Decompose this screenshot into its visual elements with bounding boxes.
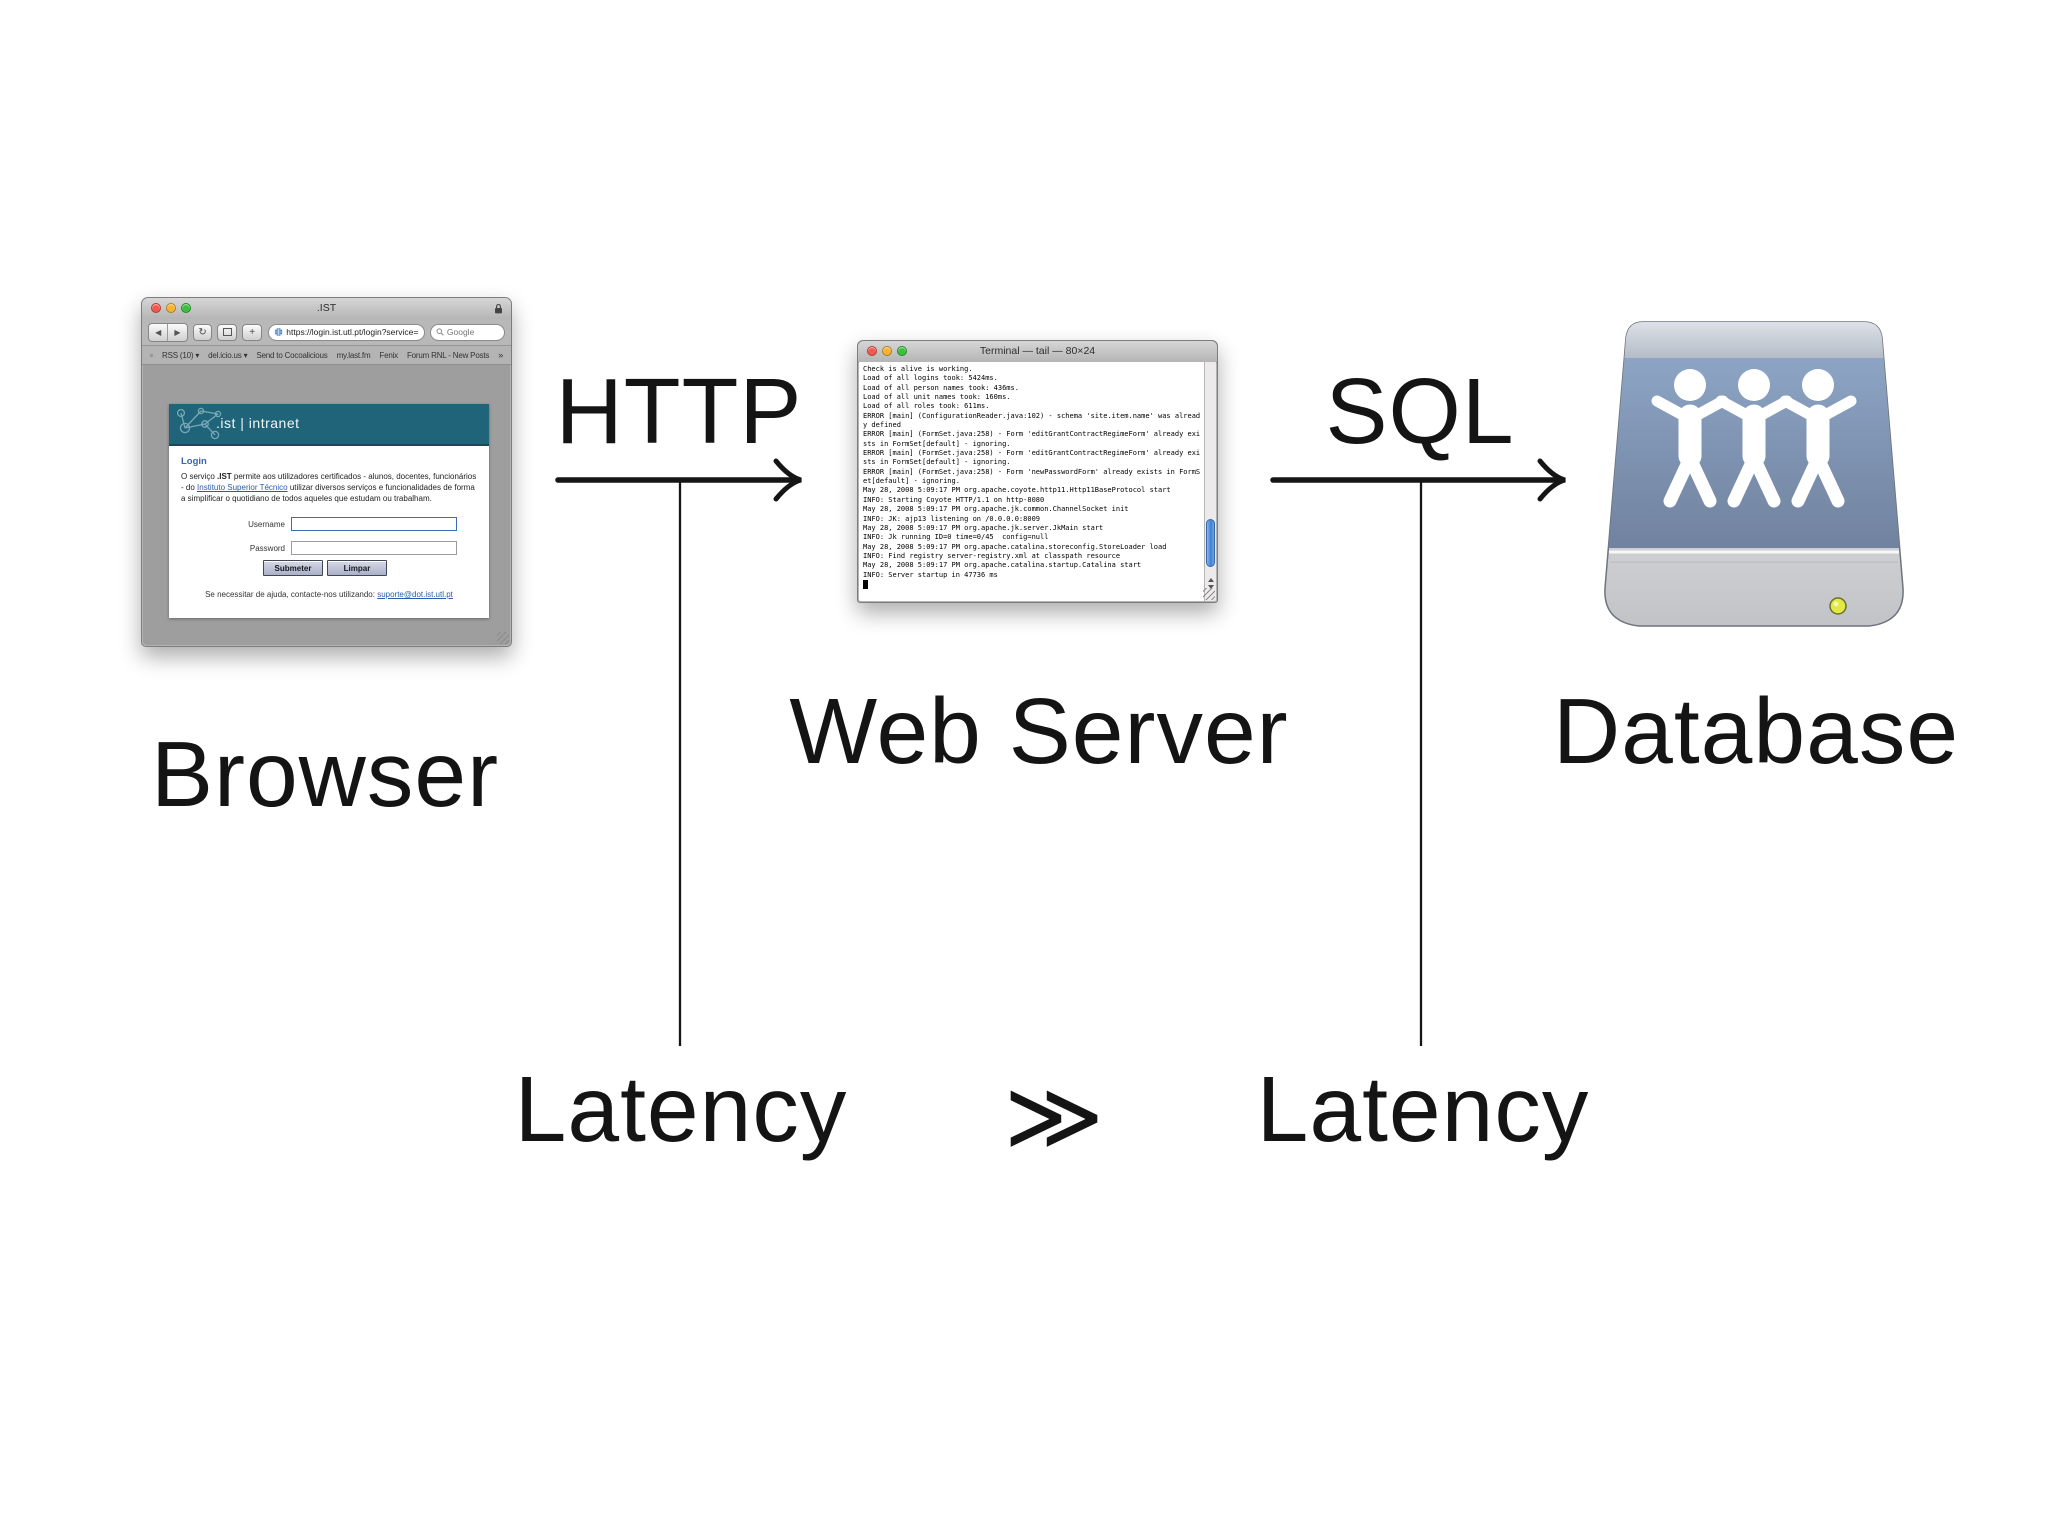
url-input[interactable] [286, 327, 419, 337]
terminal-window-lights [867, 346, 907, 356]
scrollbar-thumb[interactable] [1206, 519, 1215, 567]
minimize-icon[interactable] [882, 346, 892, 356]
help-text: Se necessitar de ajuda, contacte-nos uti… [205, 590, 378, 599]
globe-icon [274, 328, 283, 336]
forward-icon: ▶ [174, 327, 181, 337]
password-field[interactable] [291, 541, 457, 555]
drive-top-bevel [1624, 322, 1884, 358]
minimize-icon[interactable] [166, 303, 176, 313]
forward-button[interactable]: ▶ [168, 324, 186, 341]
shared-users-icon [1651, 369, 1857, 508]
book-icon[interactable] [150, 351, 153, 360]
lock-icon [495, 303, 502, 314]
terminal-log: Check is alive is working. Load of all l… [863, 365, 1201, 579]
close-icon[interactable] [867, 346, 877, 356]
close-icon[interactable] [151, 303, 161, 313]
help-line: Se necessitar de ajuda, contacte-nos uti… [169, 590, 489, 599]
add-bookmark-button[interactable]: + [242, 323, 263, 341]
submit-button[interactable]: Submeter [263, 560, 323, 576]
username-label: Username [248, 519, 285, 529]
terminal-resize-grip-icon[interactable] [1203, 588, 1215, 600]
address-bar[interactable] [268, 323, 425, 341]
bookmarks-overflow-chevron-icon[interactable]: » [498, 350, 503, 360]
reload-icon: ↻ [198, 326, 207, 338]
browser-node-label: Browser [150, 722, 500, 826]
intro-bold: .IST [217, 472, 232, 481]
browser-window-lights [151, 303, 191, 313]
latency-label-sql: Latency [1256, 1057, 1590, 1161]
scroll-down-icon[interactable] [1207, 585, 1214, 589]
back-button[interactable]: ◀ [149, 323, 169, 341]
browser-viewport: .ist | intranet Login O serviço .IST per… [143, 365, 510, 645]
intro-mid: permite aos utilizadores certificados - … [181, 472, 477, 493]
database-node-label: Database [1552, 679, 1960, 783]
latency-label-http: Latency [514, 1057, 848, 1161]
bookmarks-bar: RSS (10) ▾ del.icio.us ▾ Send to Cocoali… [142, 346, 511, 365]
bookmark-item-forum[interactable]: Forum RNL - New Posts [407, 350, 490, 360]
terminal-scrollbar[interactable] [1204, 362, 1216, 601]
http-label: HTTP [555, 359, 803, 463]
zoom-icon[interactable] [897, 346, 907, 356]
login-panel: .ist | intranet Login O serviço .IST per… [169, 404, 489, 618]
scroll-up-icon[interactable] [1207, 578, 1214, 582]
terminal-cursor [863, 580, 868, 589]
user-figure [1715, 369, 1793, 508]
terminal-viewport: Check is alive is working. Load of all l… [859, 362, 1216, 601]
username-field[interactable] [291, 517, 457, 531]
bookmark-item-fenix[interactable]: Fenix [379, 350, 398, 360]
intranet-brand: .ist | intranet [216, 415, 300, 431]
add-icon: + [249, 326, 256, 338]
terminal-window-title: Terminal — tail — 80×24 [979, 345, 1096, 357]
intro-after: utilizar diversos serviços e funcionalid… [181, 483, 475, 504]
zoom-icon[interactable] [181, 303, 191, 313]
web-server-node-label: Web Server [789, 679, 1289, 783]
molecule-icon [176, 407, 222, 440]
intranet-header: .ist | intranet [169, 404, 489, 446]
search-icon [436, 328, 444, 336]
back-forward-buttons: ◀ ▶ [148, 322, 188, 342]
login-heading: Login [181, 456, 207, 467]
browser-toolbar: ◀ ▶ ↻ + [142, 319, 511, 346]
search-box[interactable] [429, 323, 506, 341]
page-action-button[interactable] [217, 323, 238, 341]
browser-titlebar[interactable]: .IST [142, 298, 511, 320]
drive-led-light [1829, 597, 1847, 615]
password-row: Password [169, 541, 489, 555]
user-figure [1779, 369, 1857, 508]
user-figure [1651, 369, 1729, 508]
browser-window-title: .IST [316, 302, 337, 314]
bookmark-item-lastfm[interactable]: my.last.fm [336, 350, 371, 360]
terminal-titlebar[interactable]: Terminal — tail — 80×24 [858, 341, 1217, 363]
much-greater-symbol: ≫ [1003, 1060, 1105, 1172]
reload-button[interactable]: ↻ [192, 323, 213, 341]
database-drive-icon [1604, 321, 1904, 627]
bookmark-item-rss[interactable]: RSS (10) ▾ [162, 350, 200, 360]
drive-led-glint [1833, 601, 1839, 607]
bookmark-item-cocoalicious[interactable]: Send to Cocoalicious [256, 350, 328, 360]
bookmark-item-delicious[interactable]: del.icio.us ▾ [208, 350, 248, 360]
sql-label: SQL [1325, 359, 1515, 463]
clear-button[interactable]: Limpar [327, 560, 387, 576]
sql-arrow [1270, 458, 1566, 502]
search-input[interactable] [446, 327, 500, 337]
browser-resize-grip-icon[interactable] [497, 632, 509, 644]
password-label: Password [249, 543, 285, 553]
form-buttons: Submeter Limpar [263, 560, 387, 576]
back-icon: ◀ [155, 327, 162, 337]
page-icon [222, 328, 232, 336]
browser-window: .IST ◀ ▶ ↻ + [141, 297, 512, 647]
terminal-window: Terminal — tail — 80×24 Check is alive i… [857, 340, 1218, 603]
intro-before: O serviço [181, 472, 218, 481]
http-arrow [555, 458, 802, 502]
scrollbar-arrows [1205, 578, 1216, 589]
username-row: Username [169, 517, 489, 531]
support-email-link[interactable]: suporte@dot.ist.utl.pt [377, 590, 453, 599]
login-intro-text: O serviço .IST permite aos utilizadores … [181, 471, 477, 505]
instituto-superior-tecnico-link[interactable]: Instituto Superior Técnico [197, 483, 288, 493]
